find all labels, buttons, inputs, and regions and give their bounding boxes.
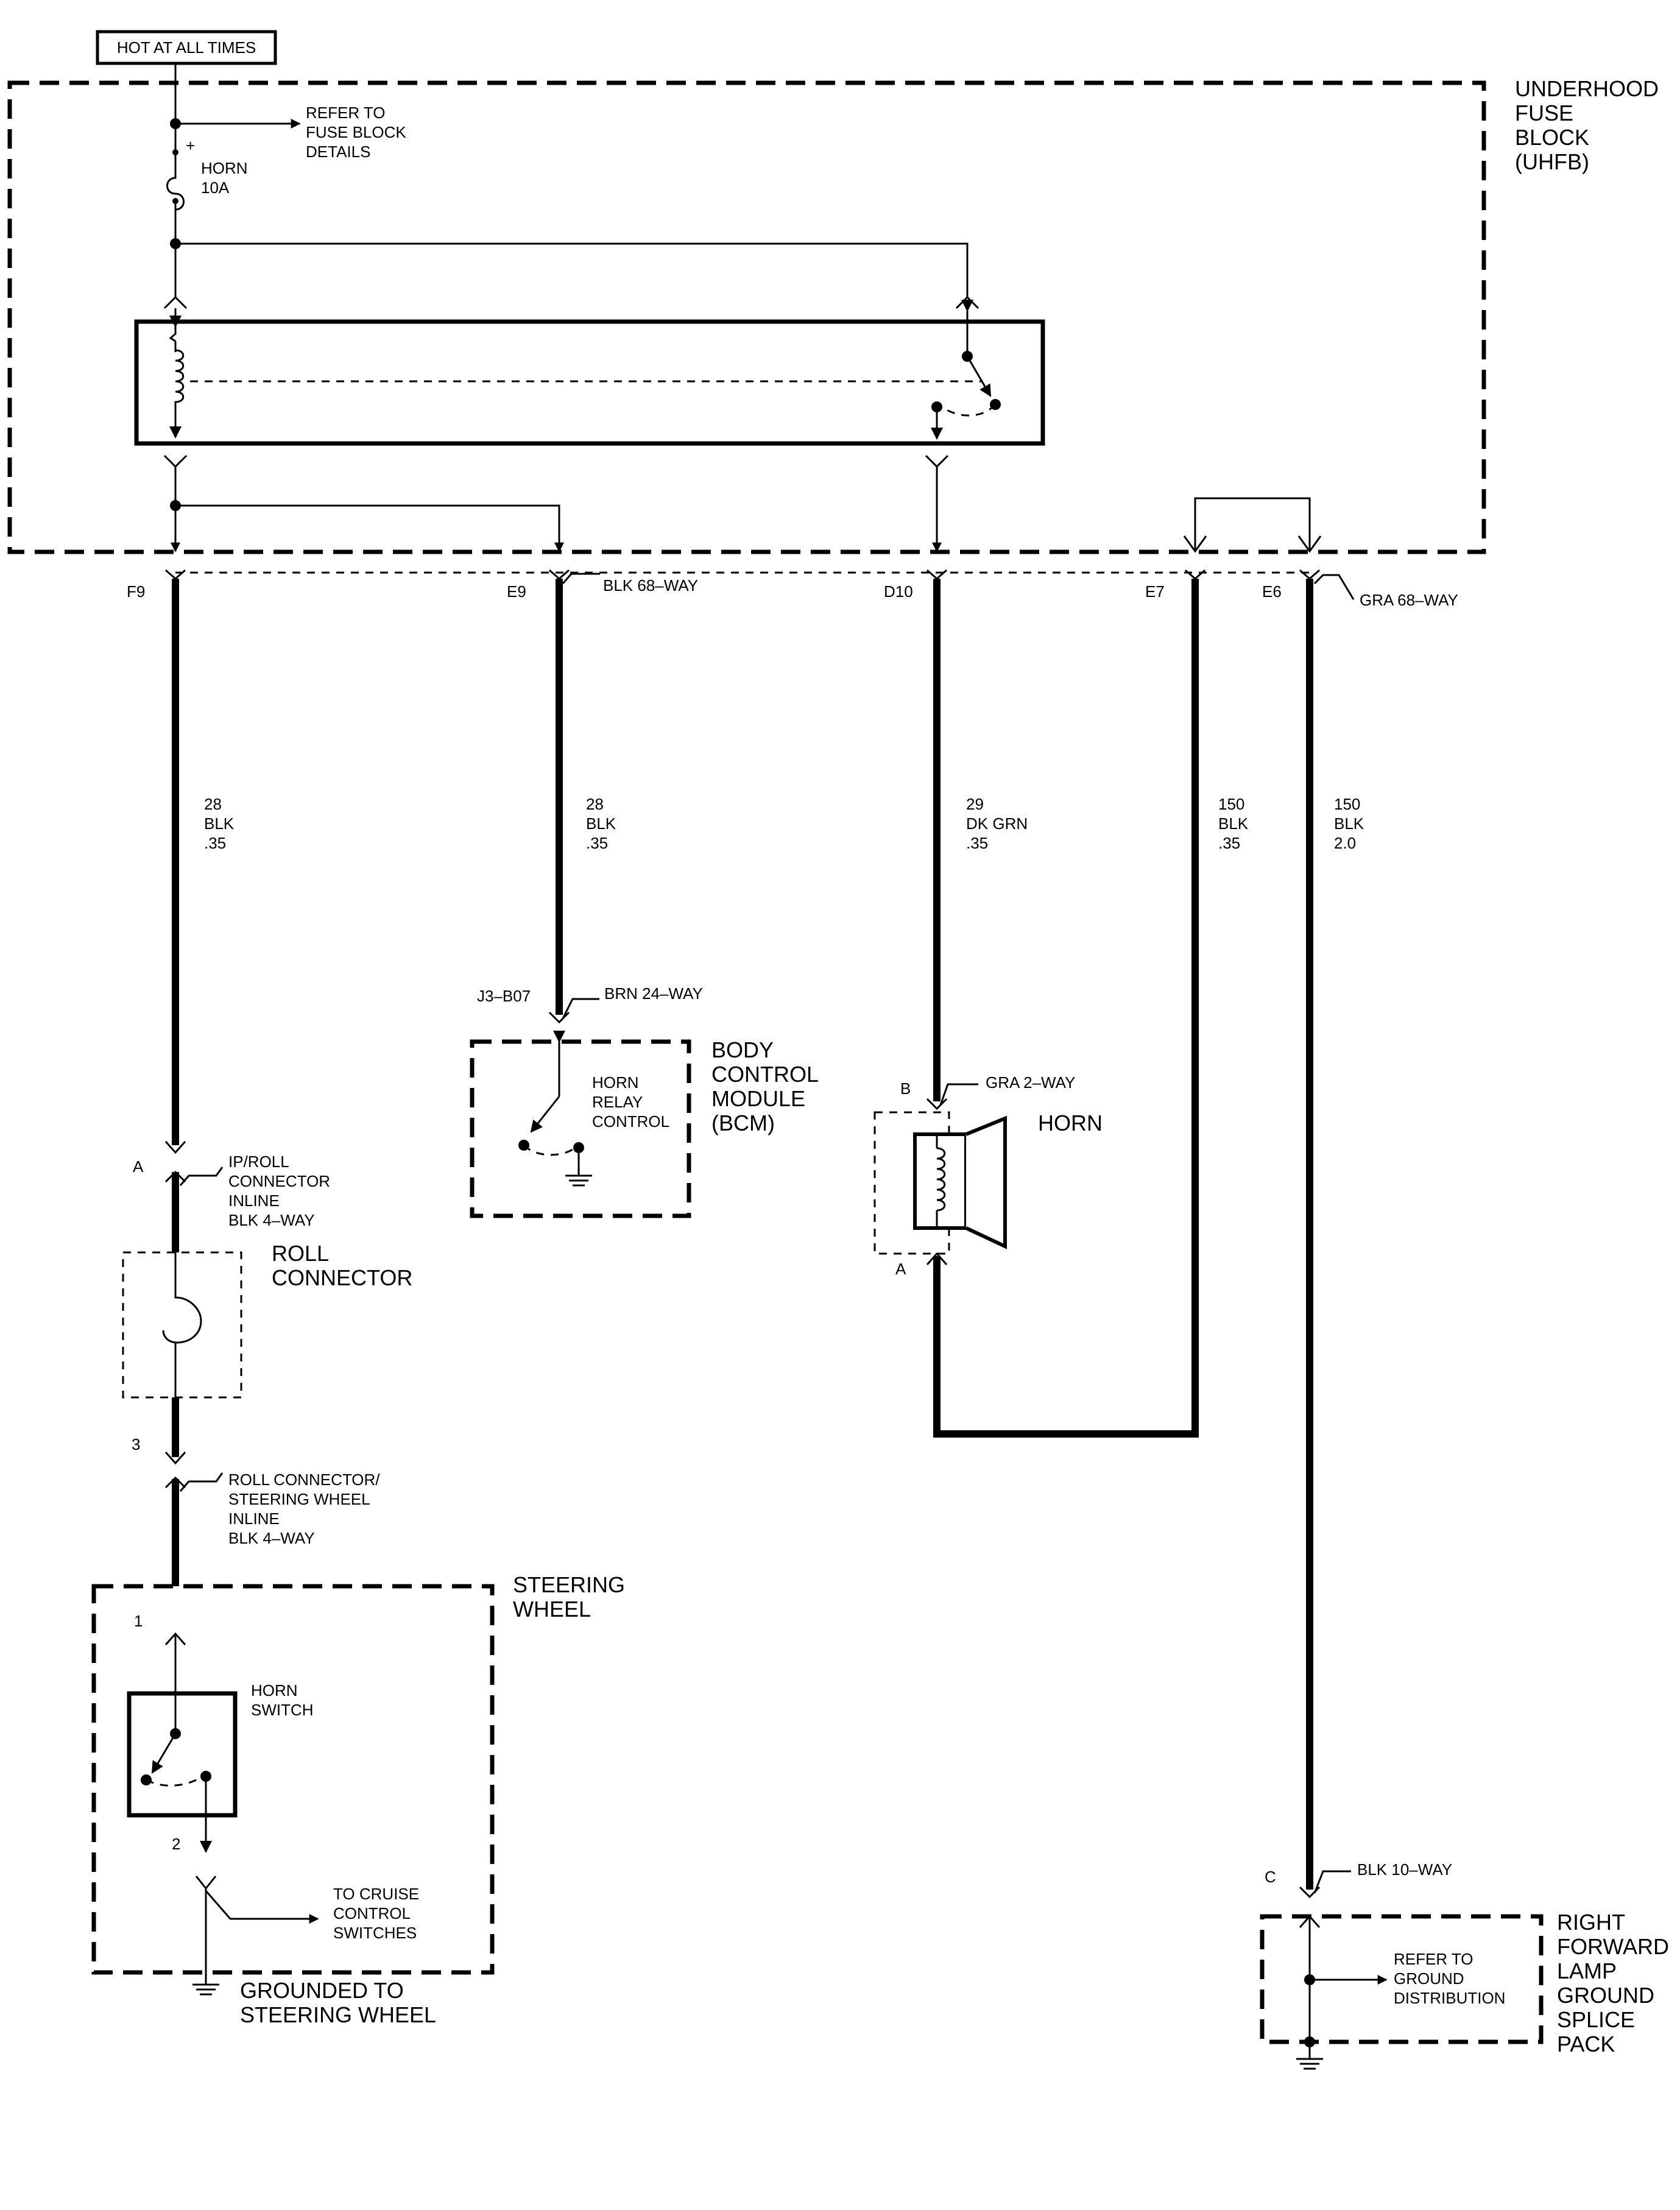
cruise-label: TO CRUISE CONTROL SWITCHES bbox=[333, 1885, 423, 1942]
horn-switch-arm bbox=[151, 1733, 177, 1774]
horn-pin-b: B bbox=[900, 1079, 911, 1098]
roll-connector-box bbox=[122, 1251, 242, 1399]
roll-pin-3: 3 bbox=[132, 1435, 140, 1453]
connector-chevron bbox=[163, 295, 188, 309]
refer-fuse-text: REFER TO FUSE BLOCK DETAILS bbox=[306, 104, 411, 161]
pin-f9: F9 bbox=[127, 582, 145, 601]
e7-e6-jumper bbox=[1194, 497, 1311, 551]
roll-sw-inline-label: ROLL CONNECTOR/ STEERING WHEEL INLINE BL… bbox=[228, 1470, 384, 1547]
horn-switch[interactable] bbox=[127, 1691, 238, 1818]
pin-d10: D10 bbox=[884, 582, 913, 601]
connector-blk10: BLK 10–WAY bbox=[1357, 1860, 1452, 1879]
relay-switch-arm bbox=[966, 356, 992, 397]
svg-text:10A: 10A bbox=[201, 178, 230, 197]
connector-blk68: BLK 68–WAY bbox=[603, 576, 698, 595]
refer-ground-label: REFER TO GROUND DISTRIBUTION bbox=[1394, 1950, 1505, 2007]
horn-icon bbox=[913, 1115, 1007, 1249]
power-source-text: HOT AT ALL TIMES bbox=[117, 38, 256, 57]
bcm-inner-label: HORN RELAY CONTROL bbox=[592, 1073, 669, 1131]
bcm-box bbox=[470, 1039, 691, 1218]
uhfb-outline bbox=[7, 80, 1486, 554]
ground-icon bbox=[192, 1971, 219, 1996]
relay-coil bbox=[174, 349, 185, 426]
pin-e6: E6 bbox=[1262, 582, 1282, 601]
horn-pin-a: A bbox=[895, 1260, 906, 1278]
svg-text:+: + bbox=[186, 136, 195, 155]
connector-chevron bbox=[925, 454, 949, 468]
horn-switch-label: HORN SWITCH bbox=[251, 1681, 314, 1719]
clockspring-icon bbox=[162, 1252, 202, 1344]
connector-chevron bbox=[955, 295, 979, 309]
ip-roll-connector-label: IP/ROLL CONNECTOR INLINE BLK 4–WAY bbox=[228, 1153, 334, 1229]
horn-relay bbox=[134, 319, 1045, 446]
splice-ground-icon bbox=[1296, 2058, 1323, 2070]
horn-connector-box bbox=[874, 1111, 950, 1255]
wire-label-5: 150 BLK 2.0 bbox=[1334, 795, 1368, 852]
sw-pin-2: 2 bbox=[172, 1835, 180, 1853]
pin-e7: E7 bbox=[1145, 582, 1165, 601]
connector-j3: J3–B07 bbox=[477, 987, 531, 1005]
splice-pack-label: RIGHT FORWARD LAMP GROUND SPLICE PACK bbox=[1557, 1910, 1675, 2056]
connector-gra68: GRA 68–WAY bbox=[1360, 591, 1458, 609]
ip-roll-pin-a: A bbox=[133, 1157, 144, 1176]
grounded-label: GROUNDED TO STEERING WHEEL bbox=[240, 1978, 436, 2027]
bcm-ground-icon bbox=[565, 1174, 592, 1187]
svg-text:HORN: HORN bbox=[201, 159, 248, 177]
uhfb-label: UNDERHOOD FUSE BLOCK (UHFB) bbox=[1515, 76, 1665, 174]
pin-chevrons bbox=[165, 569, 1320, 580]
splice-pin-c: C bbox=[1265, 1868, 1276, 1886]
bcm-switch-arm bbox=[530, 1096, 560, 1133]
horn-fuse: + HORN 10A bbox=[166, 136, 248, 234]
steering-wheel-label: STEERING WHEEL bbox=[513, 1572, 631, 1622]
connector-chevron bbox=[163, 454, 188, 468]
relay-switch-feed bbox=[175, 242, 969, 297]
sw-pin-1: 1 bbox=[134, 1612, 143, 1630]
splice-pack-box bbox=[1260, 1914, 1544, 2044]
wire-label-2: 28 BLK .35 bbox=[586, 795, 620, 852]
horn-label: HORN bbox=[1038, 1110, 1103, 1135]
connector-gra2: GRA 2–WAY bbox=[986, 1073, 1075, 1092]
steering-wheel-box bbox=[91, 1584, 495, 1975]
wire-150-blk-e7 bbox=[933, 579, 1199, 1438]
wire-label-1: 28 BLK .35 bbox=[204, 795, 238, 852]
pin-e9: E9 bbox=[507, 582, 526, 601]
bcm-label: BODY CONTROL MODULE (BCM) bbox=[711, 1037, 824, 1135]
connector-brn24: BRN 24–WAY bbox=[604, 984, 703, 1003]
power-source-label: HOT AT ALL TIMES bbox=[96, 30, 277, 65]
wire-label-4: 150 BLK .35 bbox=[1218, 795, 1252, 852]
roll-connector-label: ROLL CONNECTOR bbox=[272, 1241, 412, 1290]
wire-label-3: 29 DK GRN .35 bbox=[966, 795, 1032, 852]
